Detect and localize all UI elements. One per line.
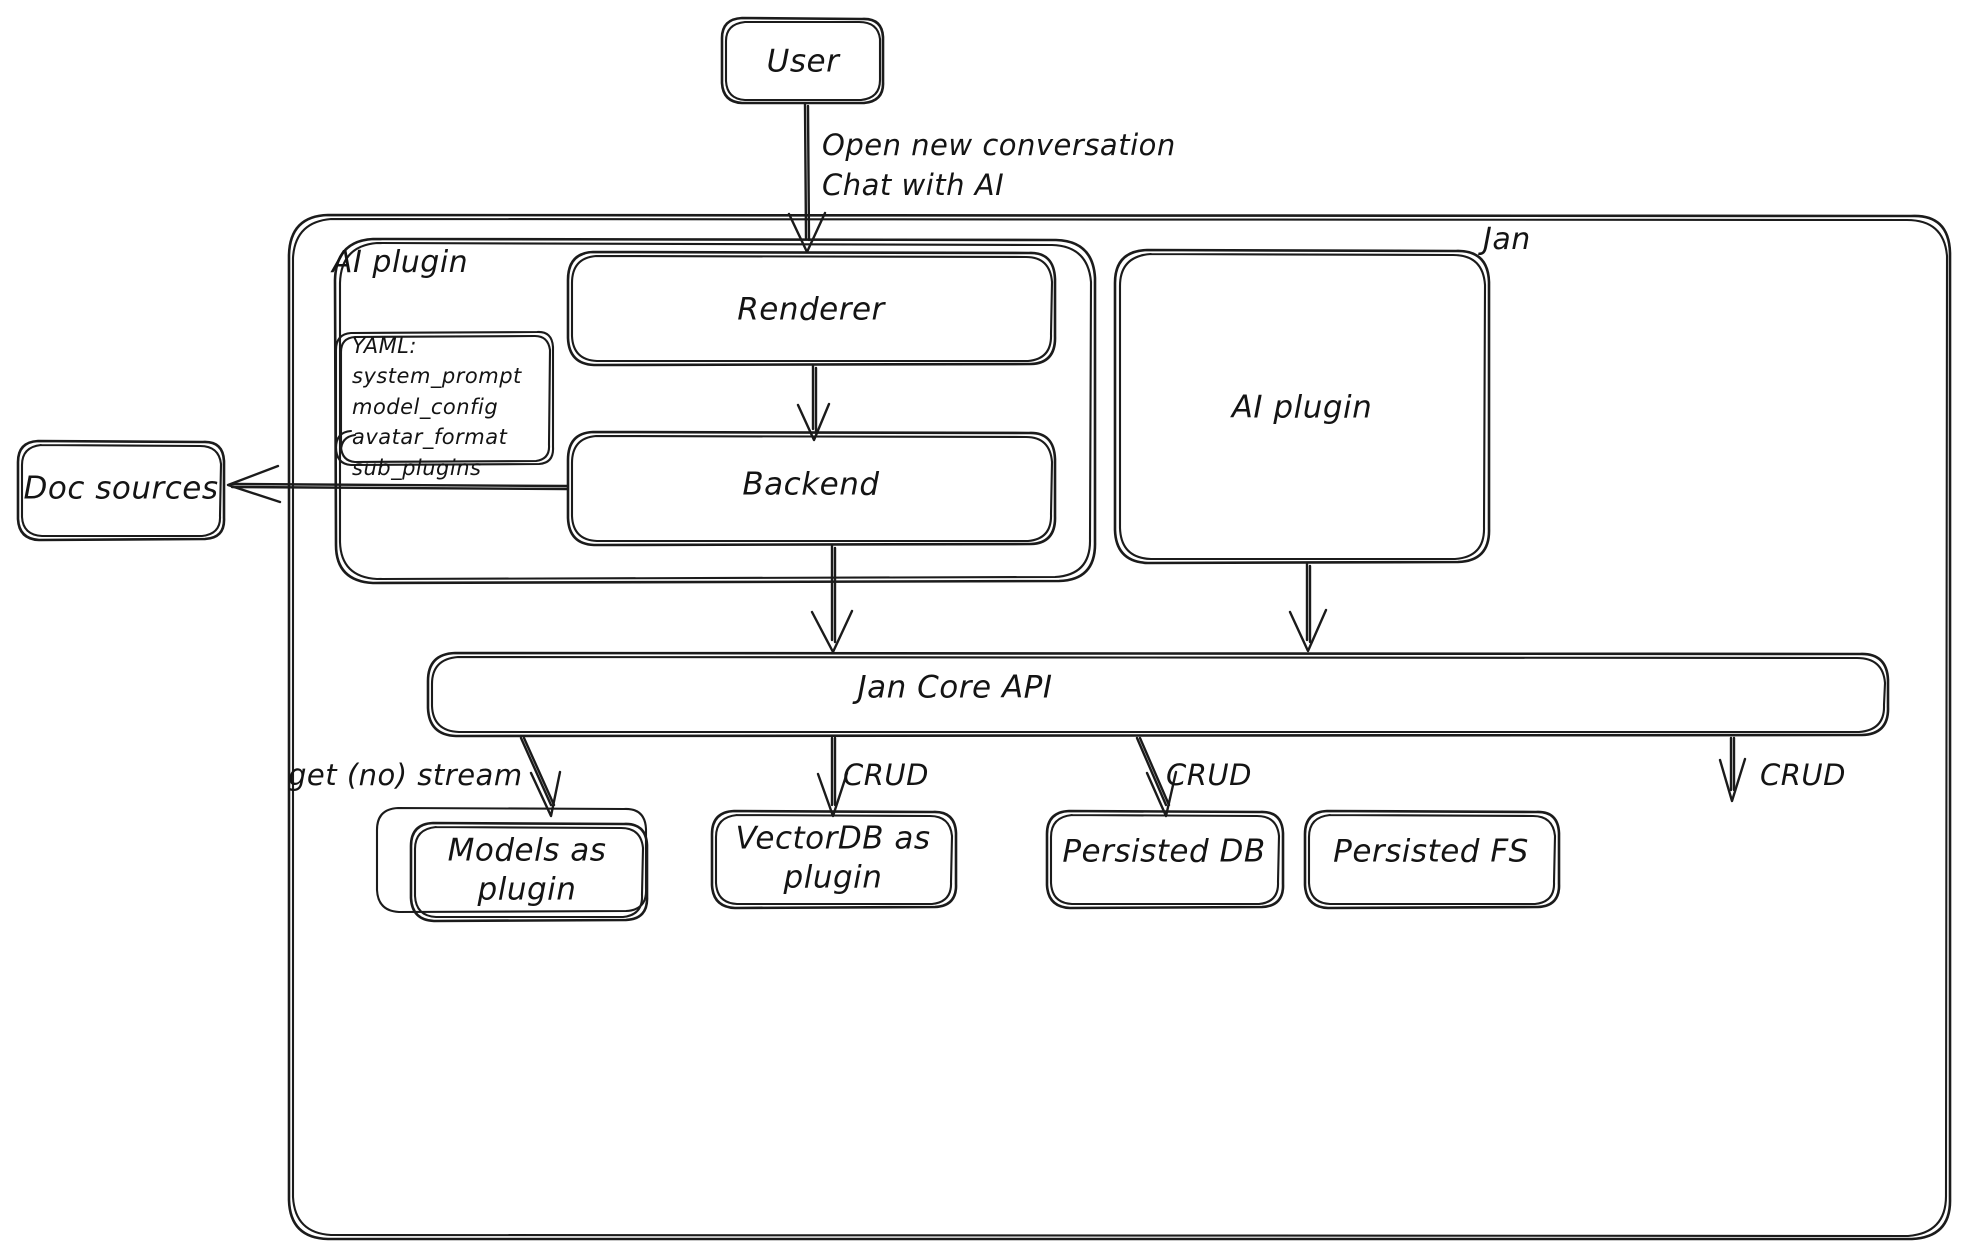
vectordb-plugin-node[interactable] [710,809,958,910]
edge-renderer-to-backend [796,364,831,442]
ai-plugin-group [333,237,1097,585]
ai-plugin-node[interactable] [1113,248,1491,565]
doc-sources-node[interactable] [16,439,226,542]
persisted-fs-node[interactable] [1303,809,1561,910]
backend-hit-area[interactable] [568,432,1056,546]
persisted-fs-hit-area[interactable] [1305,811,1560,909]
vectordb-plugin-hit-area[interactable] [712,811,957,909]
models-plugin-node[interactable] [375,806,649,923]
jan-container [287,213,1952,1241]
edge-core-to-models [519,736,562,818]
persisted-db-node[interactable] [1045,809,1285,910]
edge-core-to-persisted-fs [1718,736,1747,803]
edge-backend-to-core [810,544,854,654]
persisted-db-hit-area[interactable] [1047,811,1284,909]
models-plugin-hit-area[interactable] [377,808,648,922]
user-hit-area[interactable] [722,18,884,104]
renderer-node[interactable] [566,250,1057,367]
backend-node[interactable] [566,430,1057,547]
jan-core-api-hit-area[interactable] [428,653,1889,737]
edge-aiplugin-to-core [1288,562,1328,653]
edge-core-to-vectordb [816,736,849,818]
edge-backend-to-doc-sources [226,464,569,504]
renderer-hit-area[interactable] [568,252,1056,366]
user-node[interactable] [720,16,885,105]
ai-plugin-hit-area[interactable] [1115,250,1490,564]
edge-user-to-renderer [787,102,827,254]
jan-core-api-node[interactable] [426,651,1890,738]
yaml-note [334,330,555,467]
doc-sources-hit-area[interactable] [18,441,225,541]
edge-core-to-persisted-db [1135,736,1178,818]
